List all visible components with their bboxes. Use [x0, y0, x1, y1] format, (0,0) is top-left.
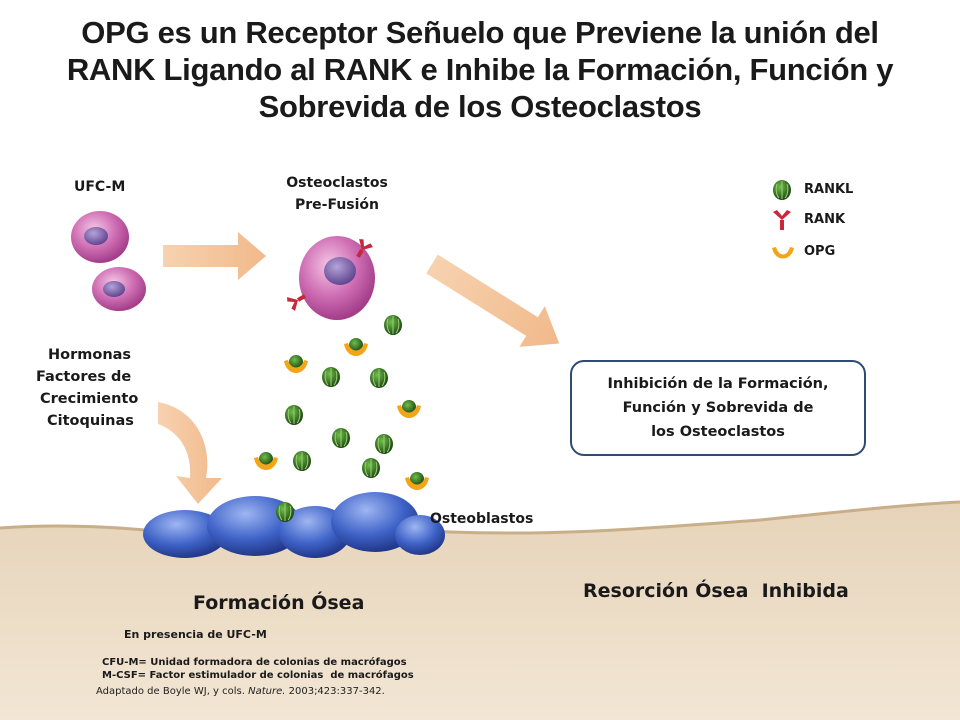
ufc-m-cell-2 — [92, 267, 146, 311]
abbreviations: CFU-M= Unidad formadora de colonias de m… — [102, 656, 414, 682]
citation: Adaptado de Boyle WJ, y cols. Nature. 20… — [96, 686, 385, 697]
page-title: OPG es un Receptor Señuelo que Previene … — [66, 15, 894, 124]
pre-fusion-osteoclast — [299, 236, 375, 320]
pre-fusion-label: Osteoclastos Pre-Fusión — [262, 172, 412, 216]
legend-label: RANK — [804, 212, 846, 227]
pre-fusion-label-line1: Osteoclastos — [286, 175, 388, 191]
legend-label: RANKL — [804, 182, 854, 197]
abbreviation-line: CFU-M= Unidad formadora de colonias de m… — [102, 657, 407, 668]
hormones-line: Crecimiento — [40, 391, 139, 407]
inhibition-line: Función y Sobrevida de — [622, 400, 814, 416]
opg-rankl-complex — [284, 355, 308, 373]
legend-item-rank: RANK — [770, 208, 845, 232]
opg-rankl-complex — [254, 452, 278, 470]
arrow-ufc-to-prefusion — [163, 232, 266, 280]
rank-receptor-2 — [287, 294, 306, 311]
rankl-molecule — [370, 368, 388, 388]
bone-surface — [0, 502, 960, 720]
ufc-m-label: UFC-M — [74, 179, 126, 195]
opg-icon — [772, 247, 794, 259]
inhibition-line: los Osteoclastos — [651, 424, 785, 440]
inhibition-line: Inhibición de la Formación, — [607, 376, 829, 392]
citation-journal: Nature. — [248, 686, 286, 697]
rankl-molecule — [332, 428, 350, 448]
pre-fusion-label-line2: Pre-Fusión — [294, 197, 380, 213]
legend-item-opg: OPG — [770, 240, 835, 264]
bone-formation-label: Formación Ósea — [193, 592, 365, 614]
arrow-prefusion-to-inhibition — [426, 254, 560, 347]
rankl-molecule — [375, 434, 393, 454]
rankl-icon — [773, 180, 791, 200]
hormones-label: Hormonas Factores de Crecimiento Citoqui… — [36, 344, 138, 432]
legend-label: OPG — [804, 244, 836, 259]
rankl-molecule — [293, 451, 311, 471]
rank-receptor-1 — [356, 239, 373, 258]
citation-suffix: 2003;423:337-342. — [285, 686, 385, 697]
rankl-molecule — [276, 502, 294, 522]
citation-prefix: Adaptado de Boyle WJ, y cols. — [96, 686, 249, 697]
hormones-line: Citoquinas — [47, 413, 134, 429]
opg-rankl-complex — [405, 472, 429, 490]
presence-note: En presencia de UFC-M — [124, 628, 267, 641]
rankl-molecule — [384, 315, 402, 335]
rankl-molecule — [362, 458, 380, 478]
bone-resorption-label: Resorción Ósea Inhibida — [583, 580, 849, 602]
osteoblasts-label: Osteoblastos — [430, 511, 534, 527]
rankl-molecule — [285, 405, 303, 425]
inhibition-box: Inhibición de la Formación, Función y So… — [570, 360, 866, 456]
opg-rankl-complex — [397, 400, 421, 418]
legend-item-rankl: RANKL — [770, 178, 853, 202]
ufc-m-cell-1 — [71, 211, 129, 263]
rankl-molecule — [322, 367, 340, 387]
opg-rankl-complex — [344, 338, 368, 356]
rank-icon — [773, 210, 791, 230]
abbreviation-line: M-CSF= Factor estimulador de colonias de… — [102, 670, 414, 681]
molecule-field — [254, 315, 429, 522]
hormones-line: Hormonas — [48, 347, 132, 363]
hormones-line: Factores de — [36, 369, 132, 385]
arrow-hormones-to-bone — [158, 402, 222, 504]
